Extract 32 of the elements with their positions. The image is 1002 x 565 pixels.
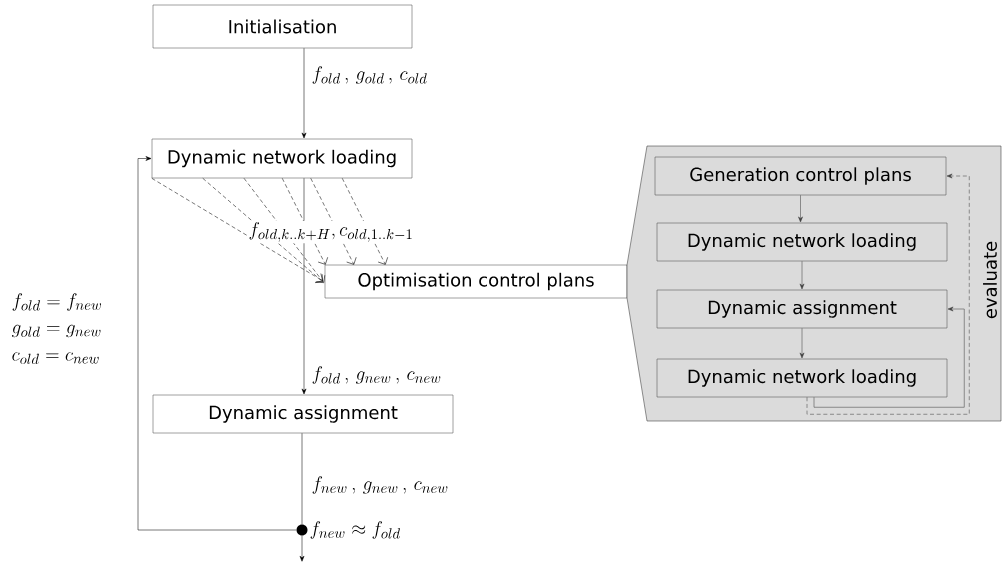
process-box: Dynamic assignment	[152, 394, 454, 434]
dashed-arrow	[243, 178, 326, 283]
edge-label: $f_{old}\,,\, g_{new}\,,\, c_{new}$	[312, 366, 441, 384]
process-box: Dynamic network loading	[656, 222, 948, 262]
process-box: Initialisation	[152, 4, 413, 49]
process-box: Optimisation control plans	[324, 264, 628, 299]
dashed-arrow	[202, 178, 323, 283]
dashed-arrow	[341, 178, 388, 265]
arrow	[799, 261, 805, 290]
condition-label: $f_{new} \approx f_{old}$	[310, 521, 401, 539]
dashed-arrow	[806, 173, 970, 415]
dashed-arrow	[310, 178, 357, 265]
arrow	[798, 195, 803, 223]
dashed-arrow	[281, 178, 328, 265]
edge-label: evaluate	[983, 241, 997, 319]
arrow	[799, 328, 805, 359]
connector-line	[301, 433, 303, 525]
variable-label: $f_{old,k..k+H}, c_{old,1..k-1}$	[247, 220, 415, 244]
edge-label: $f_{new}\,,\, g_{new}\,,\, c_{new}$	[312, 476, 448, 494]
update-equation: $f_{old} = f_{new}$	[12, 293, 102, 311]
arrow	[137, 156, 297, 531]
update-equation: $c_{old} = c_{new}$	[12, 351, 99, 365]
arrow	[301, 48, 307, 139]
process-box: Dynamic network loading	[656, 358, 948, 398]
process-box: Dynamic network loading	[151, 138, 413, 179]
process-box: Generation control plans	[654, 156, 947, 196]
arrow	[813, 306, 965, 408]
edge-label: $f_{old}\,,\, g_{old}\,,\, c_{old}$	[312, 66, 427, 84]
update-equation: $g_{old} = g_{new}$	[11, 324, 101, 338]
arrow	[301, 178, 307, 395]
process-box: Dynamic assignment	[656, 289, 948, 329]
arrow	[299, 535, 305, 562]
